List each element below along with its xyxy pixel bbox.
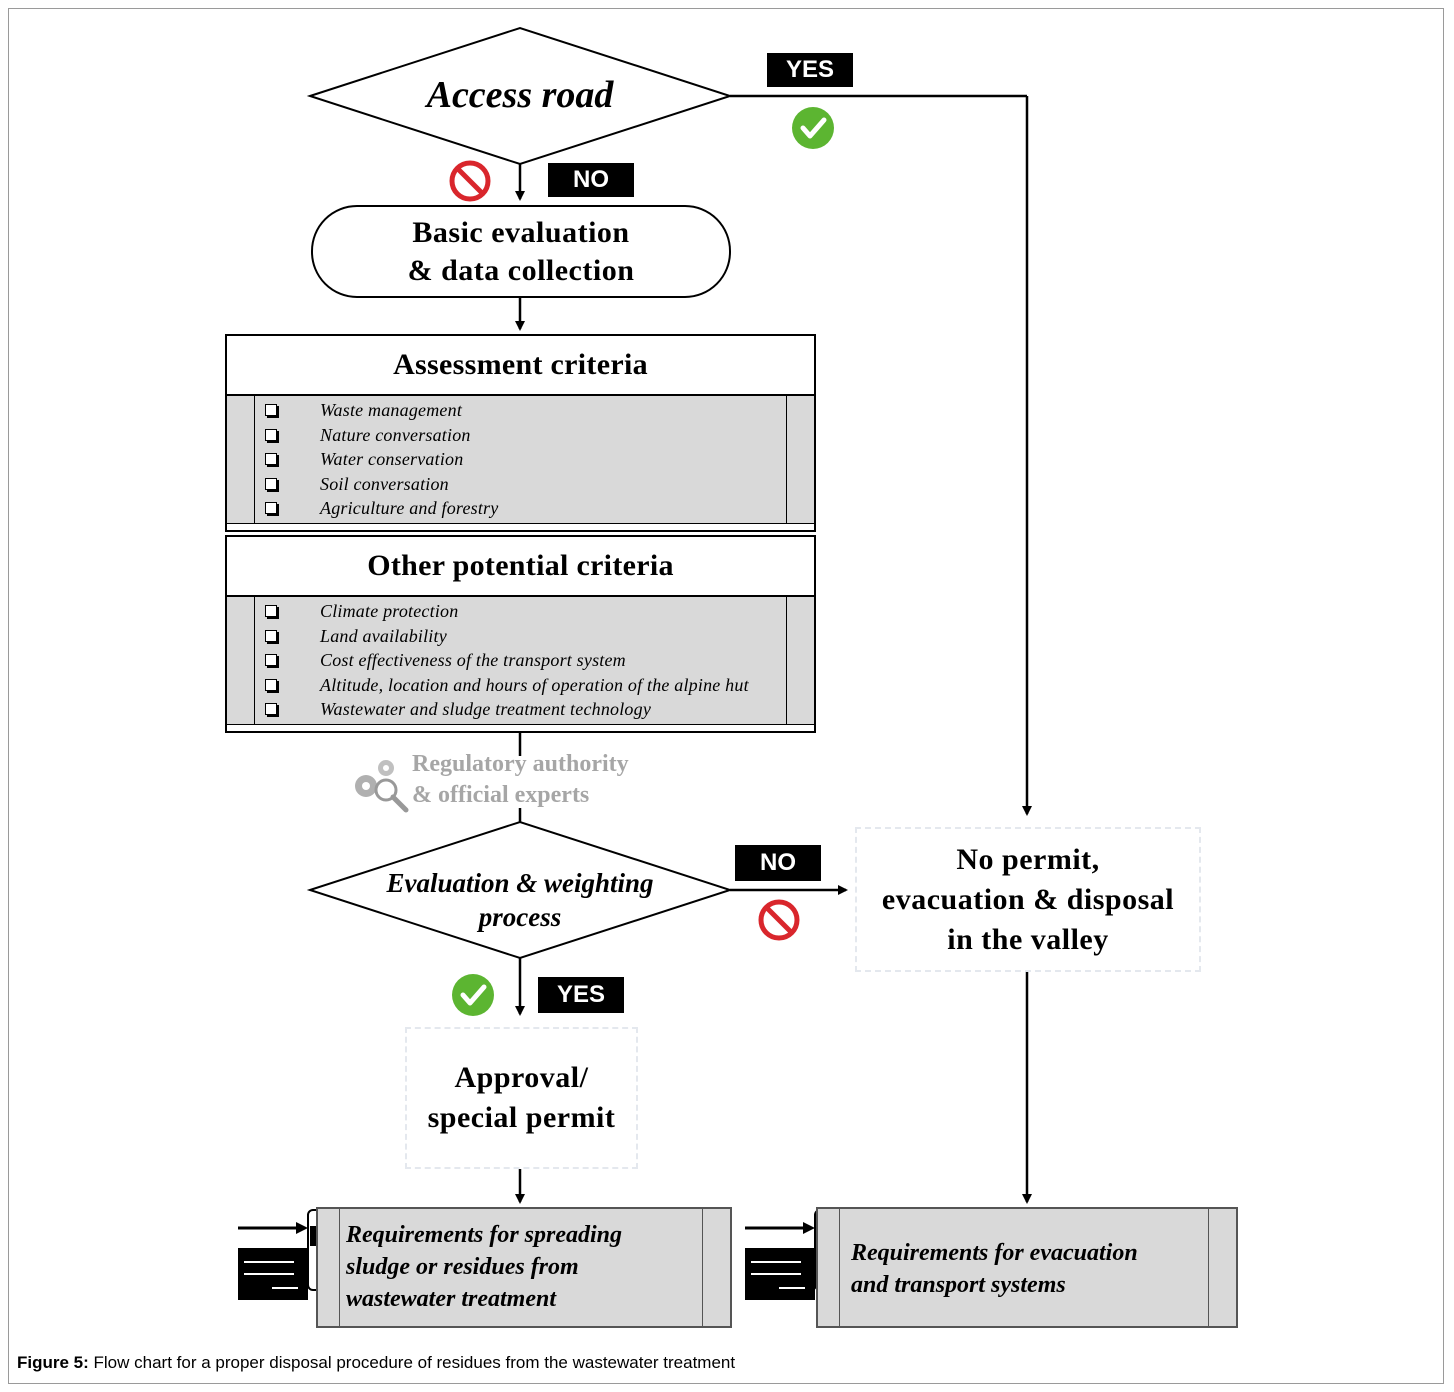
assessment-criteria-list: Waste management Nature conversation Wat… (227, 396, 814, 524)
check-icon (452, 974, 494, 1016)
evaluation-line1: Evaluation & weighting (386, 868, 654, 898)
requirements-sludge-line1: Requirements for spreading (346, 1222, 623, 1248)
document-arrow-icon (238, 1209, 323, 1300)
criteria-item: Land availability (227, 624, 814, 649)
no-permit-line1: No permit, (956, 842, 1100, 876)
no-label: NO (548, 163, 634, 197)
assessment-criteria-box: Assessment criteria Waste management Nat… (225, 334, 816, 532)
criteria-item: Nature conversation (227, 423, 814, 448)
no-permit-node: No permit, evacuation & disposal in the … (855, 827, 1201, 972)
figure-frame (8, 8, 1444, 1384)
requirements-sludge-line2: sludge or residues from (346, 1254, 579, 1280)
no-permit-line2: evacuation & disposal (881, 882, 1175, 916)
check-icon (792, 107, 834, 149)
criteria-item: Climate protection (227, 599, 814, 624)
figure-caption-text: Flow chart for a proper disposal procedu… (88, 1353, 736, 1372)
yes-label: YES (767, 53, 853, 87)
other-criteria-box: Other potential criteria Climate protect… (225, 535, 816, 733)
yes-label: YES (538, 977, 624, 1013)
basic-evaluation-line2: & data collection (407, 253, 635, 287)
checkbox-icon (265, 654, 277, 666)
regulatory-authority-line1: Regulatory authority (412, 751, 629, 777)
criteria-item: Waste management (227, 398, 814, 423)
prohibited-icon (449, 160, 491, 202)
assessment-criteria-title: Assessment criteria (227, 336, 814, 396)
gears-magnifier-icon (355, 760, 409, 813)
approval-line1: Approval/ (454, 1061, 589, 1094)
checkbox-icon (265, 428, 277, 441)
checkbox-icon (265, 703, 277, 715)
regulatory-authority-line2: & official experts (412, 782, 590, 808)
figure-caption: Figure 5: Flow chart for a proper dispos… (17, 1353, 735, 1373)
requirements-sludge-box: Requirements for spreading sludge or res… (316, 1207, 732, 1328)
requirements-evacuation-box: Requirements for evacuation and transpor… (816, 1207, 1238, 1328)
approval-node: Approval/ special permit (405, 1027, 638, 1169)
criteria-item: Cost effectiveness of the transport syst… (227, 648, 814, 673)
checkbox-icon (265, 477, 277, 490)
no-permit-line3: in the valley (947, 922, 1109, 956)
figure-caption-label: Figure 5: (17, 1353, 89, 1372)
checkbox-icon (265, 629, 277, 642)
other-criteria-list: Climate protection Land availability Cos… (227, 597, 814, 725)
checkbox-icon (265, 453, 277, 465)
requirements-evacuation-line2: and transport systems (851, 1272, 1066, 1298)
approval-line2: special permit (427, 1101, 616, 1134)
criteria-item: Water conservation (227, 447, 814, 472)
criteria-item: Soil conversation (227, 472, 814, 497)
access-road-label: Access road (426, 74, 614, 116)
basic-evaluation-node: Basic evaluation & data collection (311, 205, 731, 298)
criteria-item: Altitude, location and hours of operatio… (227, 673, 814, 698)
checkbox-icon (265, 502, 277, 514)
checkbox-icon (265, 404, 277, 416)
prohibited-icon (758, 899, 800, 941)
other-criteria-title: Other potential criteria (227, 537, 814, 597)
requirements-evacuation-line1: Requirements for evacuation (851, 1240, 1138, 1266)
checkbox-icon (265, 605, 277, 617)
no-label: NO (735, 845, 821, 881)
requirements-sludge-line3: wastewater treatment (346, 1286, 556, 1312)
criteria-item: Wastewater and sludge treatment technolo… (227, 697, 814, 722)
evaluation-line2: process (478, 902, 562, 932)
criteria-item: Agriculture and forestry (227, 496, 814, 521)
checkbox-icon (265, 678, 277, 691)
basic-evaluation-line1: Basic evaluation (412, 215, 630, 249)
